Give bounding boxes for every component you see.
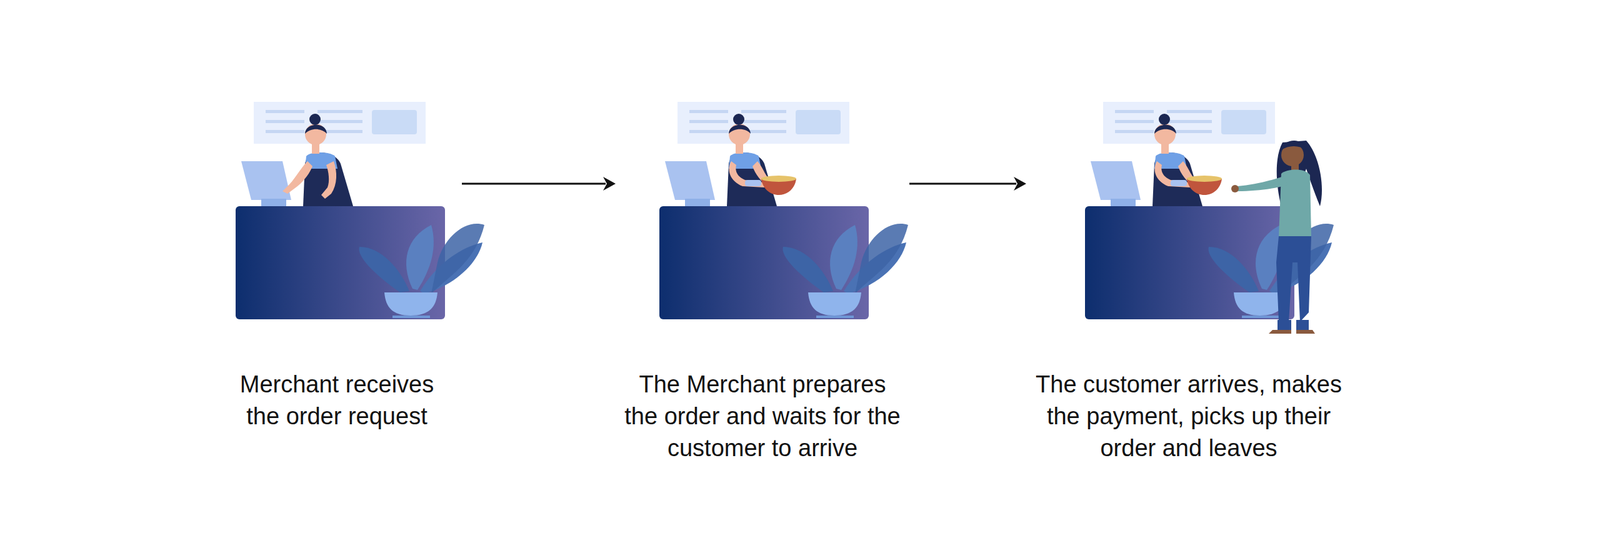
step-caption: Merchant receives the order request [224,368,450,433]
step-caption: The customer arrives, makes the payment,… [1032,368,1345,465]
step-panel: The Merchant prepares the order and wait… [615,93,910,444]
flow-arrow [909,176,1027,191]
customer-figure [1231,140,1322,334]
step-caption: The Merchant prepares the order and wait… [621,368,904,465]
flow-arrow [461,176,616,191]
step-panel: Merchant receives the order request [211,93,462,444]
step-panel: The customer arrives, makes the payment,… [1026,93,1352,444]
